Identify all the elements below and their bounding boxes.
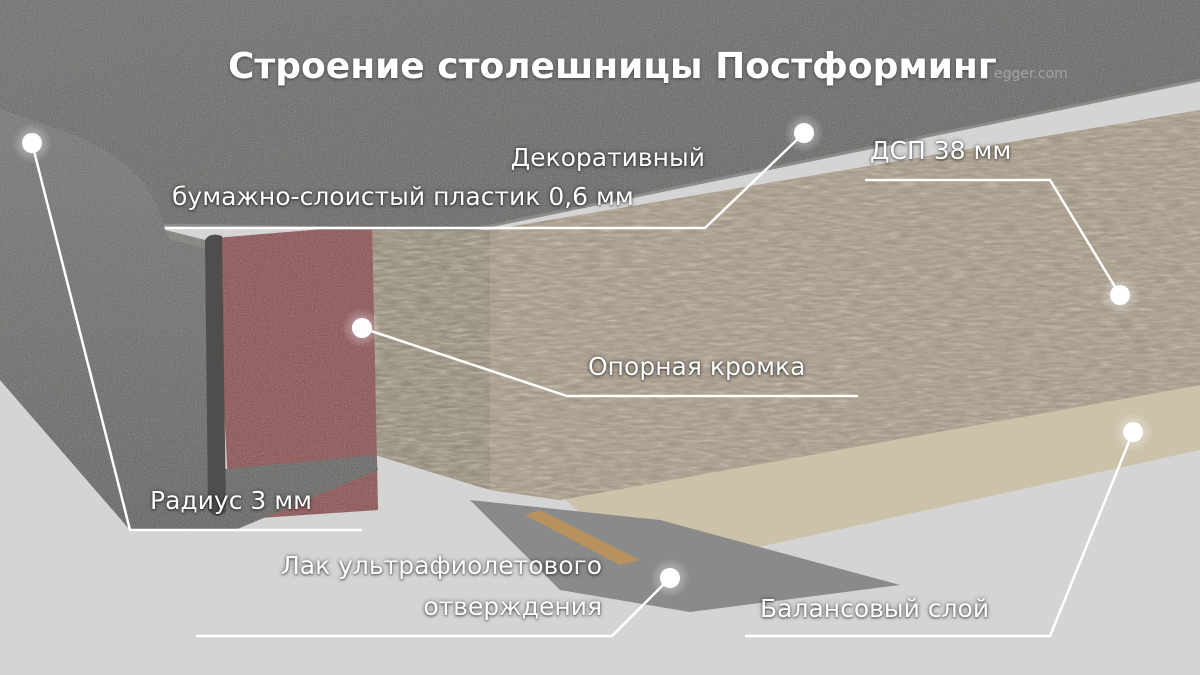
leader-balance	[745, 431, 1135, 638]
leader-radius	[30, 142, 362, 532]
label-decor-line1: Декоративный	[510, 143, 705, 172]
concrete-top	[0, 0, 1200, 230]
top-edge-highlight	[159, 78, 1200, 232]
marker-dots	[12, 113, 1153, 598]
leader-edge	[361, 326, 858, 398]
dot-dsp	[1110, 285, 1130, 305]
radius-bend	[205, 234, 226, 516]
leader-lacquer	[196, 577, 671, 638]
label-radius: Радиус 3 мм	[150, 486, 312, 515]
veneer-strip	[525, 510, 640, 565]
concrete-front	[0, 110, 378, 530]
leader-lines	[30, 132, 1135, 638]
dot-balance	[1123, 422, 1143, 442]
leader-decor	[165, 132, 805, 230]
chipboard-face	[490, 110, 1200, 500]
lacquer-sheet	[470, 500, 900, 612]
brand-watermark: egger.com	[994, 66, 1068, 82]
leader-dsp	[865, 178, 1122, 296]
dot-radius	[22, 133, 42, 153]
dot-lacquer	[660, 568, 680, 588]
label-support-edge: Опорная кромка	[588, 352, 806, 381]
diagram-title: Строение столешницы Постформинг	[228, 46, 997, 87]
dot-edge	[352, 318, 372, 338]
bend-highlight	[165, 230, 205, 248]
label-decor-line2: бумажно-слоистый пластик 0,6 мм	[172, 182, 634, 211]
balance-layer	[560, 385, 1200, 560]
label-dsp: ДСП 38 мм	[870, 136, 1012, 165]
dot-decor	[794, 123, 814, 143]
chipboard-side	[372, 228, 490, 490]
support-edge-strip	[215, 225, 378, 520]
label-lacquer-line2: отверждения	[423, 592, 602, 621]
label-lacquer-line1: Лак ультрафиолетового	[280, 551, 602, 580]
label-balance-layer: Балансовый слой	[760, 594, 990, 623]
